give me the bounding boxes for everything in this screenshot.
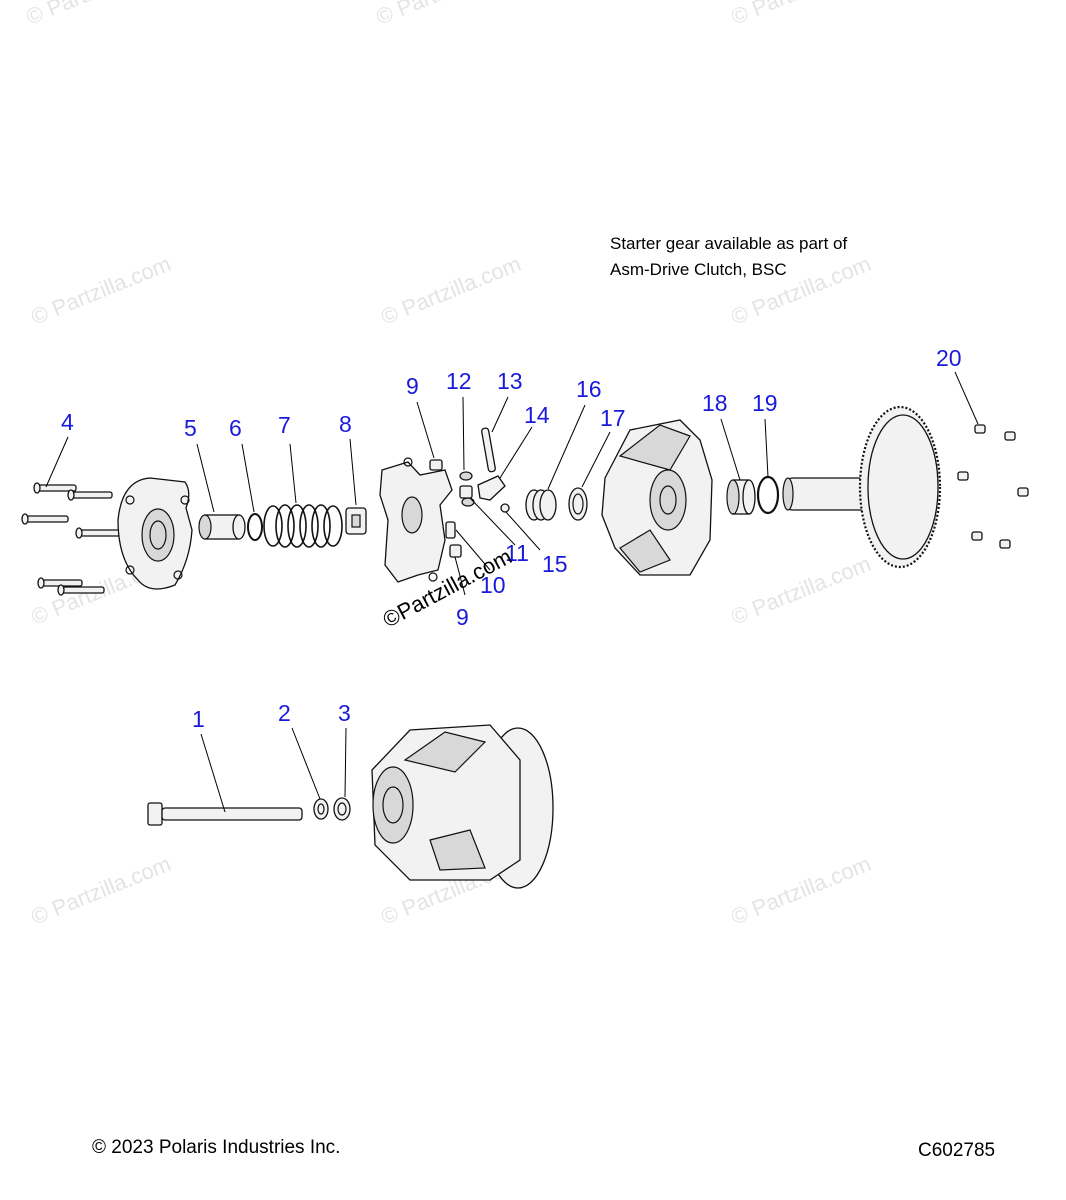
callout-6: 6 [229, 415, 242, 441]
callout-1: 1 [192, 706, 205, 732]
watermark: © Partzilla.com [28, 251, 175, 330]
callout-16: 16 [576, 376, 602, 402]
callout-3: 3 [338, 700, 351, 726]
moveable-sheave [601, 419, 713, 576]
callout-20: 20 [936, 345, 962, 371]
callout-7: 7 [278, 412, 291, 438]
footer-copyright: © 2023 Polaris Industries Inc. [92, 1137, 340, 1158]
diagram-id: C602785 [918, 1140, 995, 1161]
part-16-shims [525, 489, 557, 521]
part-2-washer [313, 798, 329, 820]
part-9-roller-upper [429, 459, 443, 471]
part-5-bushing [198, 514, 246, 540]
part-8-spring-seat [345, 507, 367, 535]
callout-17: 17 [600, 405, 626, 431]
callout-14: 14 [524, 402, 550, 428]
callout-12: 12 [446, 368, 472, 394]
drive-clutch-assembly [371, 724, 554, 889]
note-line-1: Starter gear available as part of [610, 234, 847, 253]
part-20-screws [957, 424, 1029, 549]
callout-19: 19 [752, 390, 778, 416]
watermark: © Partzilla.com [23, 0, 170, 30]
part-19-ring [756, 475, 780, 515]
part-18-bushing [726, 479, 756, 515]
watermark: © Partzilla.com [378, 251, 525, 330]
clutch-cover [117, 477, 193, 590]
callout-4: 4 [61, 409, 74, 435]
part-3-nut [333, 797, 351, 821]
callout-11: 11 [505, 540, 529, 566]
part-17-washer [568, 487, 588, 521]
watermark: © Partzilla.com [728, 551, 875, 630]
callout-2: 2 [278, 700, 291, 726]
callout-10: 10 [480, 572, 506, 598]
part-9-roller-lower [449, 544, 462, 558]
part-6-ring [247, 513, 263, 541]
part-7-spring [263, 504, 343, 548]
spider [379, 457, 453, 583]
part-1-bolt [147, 802, 303, 826]
callout-18: 18 [702, 390, 728, 416]
note-line-2: Asm-Drive Clutch, BSC [610, 260, 787, 279]
fixed-sheave-with-starter-gear [782, 405, 942, 569]
part-13-pin [481, 427, 496, 473]
watermark: © Partzilla.com [28, 851, 175, 930]
part-14-weight [477, 475, 506, 501]
callout-5: 5 [184, 415, 197, 441]
leader-lines [45, 371, 979, 813]
watermark: © Partzilla.com [728, 851, 875, 930]
callout-9-upper: 9 [406, 373, 419, 399]
callout-13: 13 [497, 368, 523, 394]
part-11-bushing [459, 485, 473, 499]
callout-8: 8 [339, 411, 352, 437]
watermark: © Partzilla.com [728, 0, 875, 30]
callout-9-lower: 9 [456, 604, 469, 630]
part-15-ball [500, 503, 510, 513]
watermark: © Partzilla.com [373, 0, 520, 30]
callout-15: 15 [542, 551, 568, 577]
part-10-pin [445, 521, 456, 539]
